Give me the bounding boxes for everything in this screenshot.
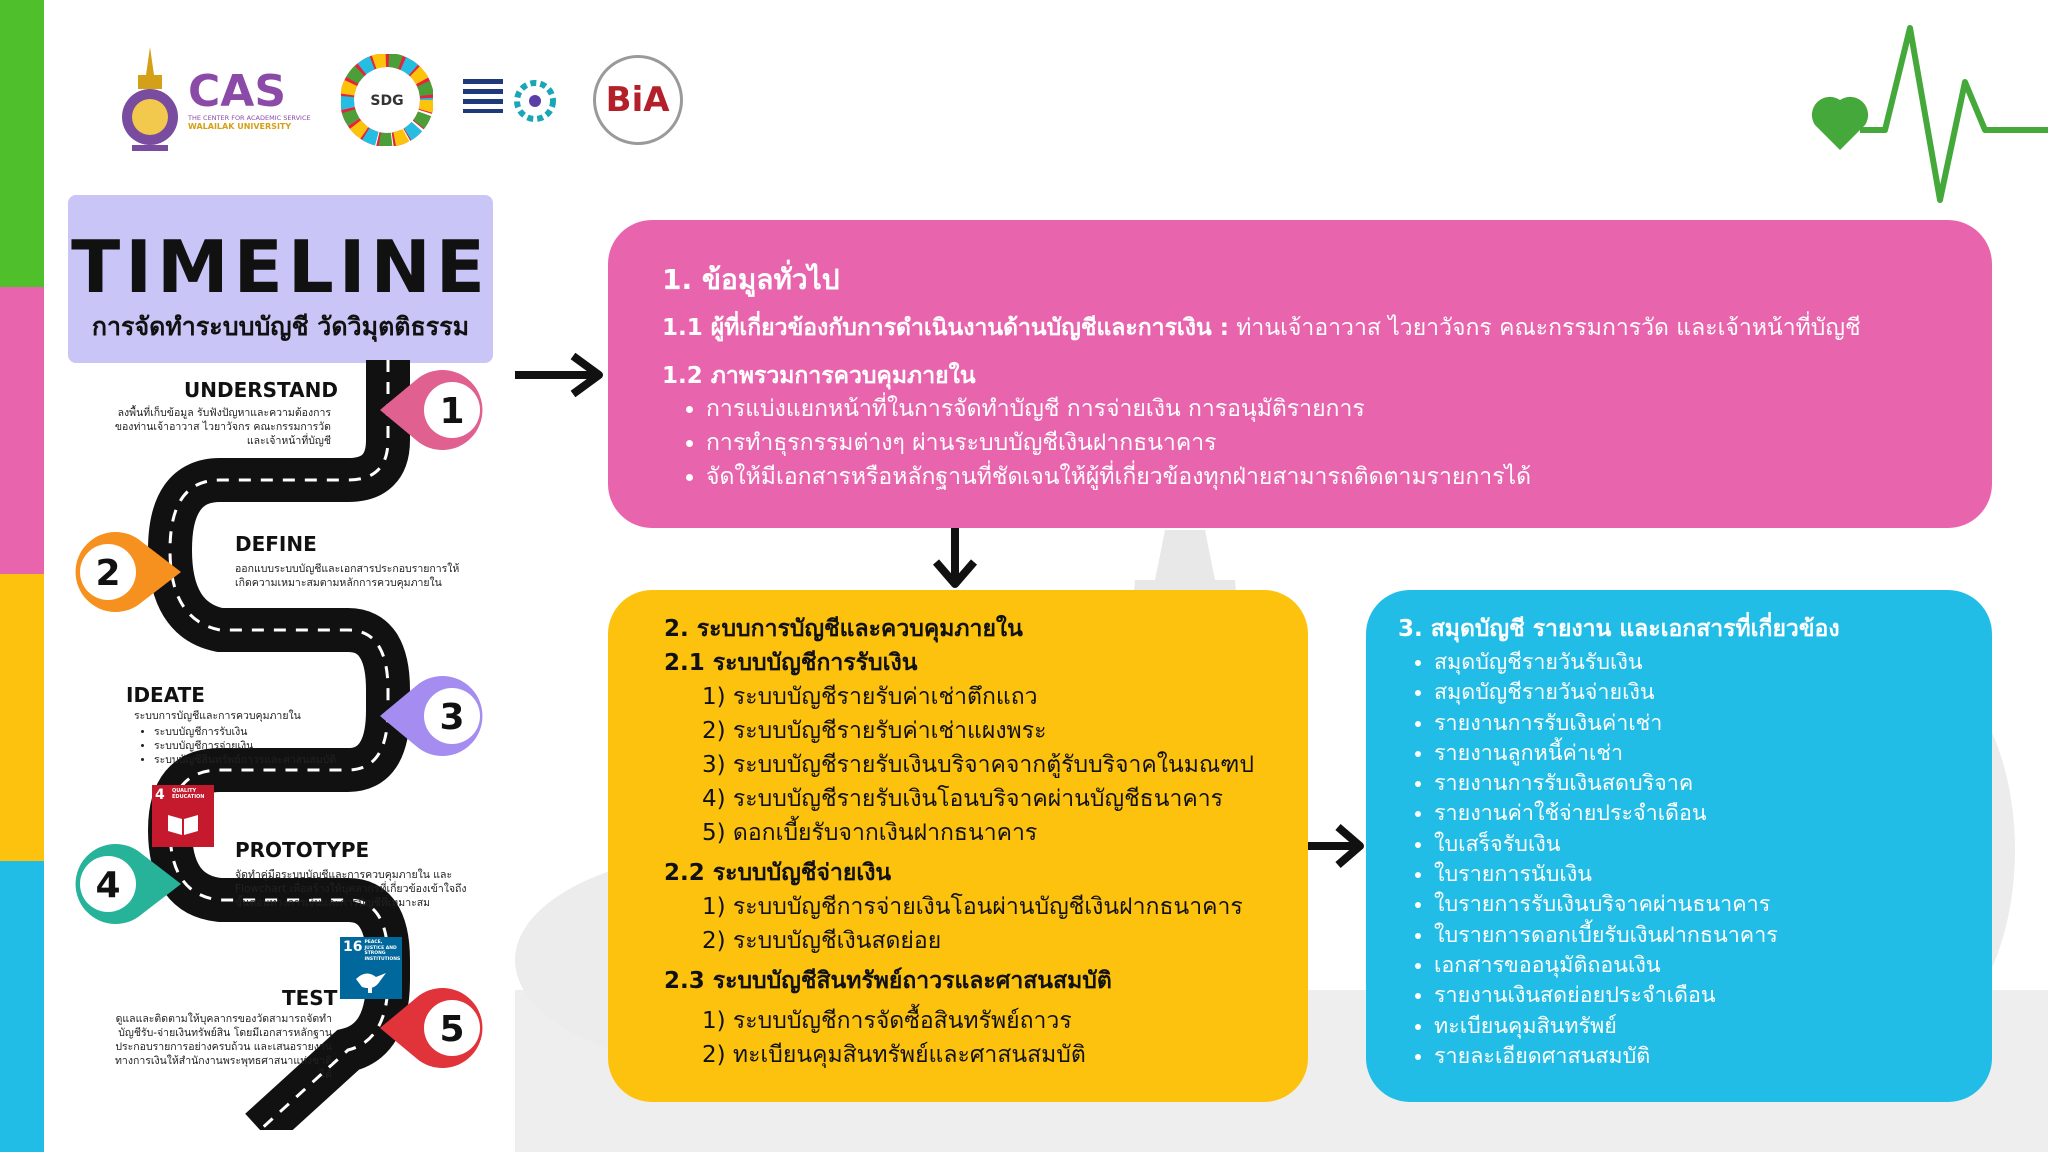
arrow-down-to-section2 bbox=[932, 528, 978, 588]
list-item: จัดให้มีเอกสารหรือหลักฐานที่ชัดเจนให้ผู้… bbox=[706, 460, 1531, 494]
list-item: รายงานการรับเงินค่าเช่า bbox=[1434, 709, 1778, 739]
step-2-desc: ออกแบบระบบบัญชีและเอกสารประกอบรายการให้เ… bbox=[235, 563, 460, 589]
pin-4-number: 4 bbox=[95, 865, 120, 906]
sdg-logo-text: SDG bbox=[370, 93, 403, 109]
section1-stakeholders-label: 1.1 ผู้ที่เกี่ยวข้องกับการดำเนินงานด้านบ… bbox=[662, 315, 1229, 341]
stripe-yellow bbox=[0, 574, 44, 861]
stripe-blue bbox=[0, 861, 44, 1152]
book-icon bbox=[168, 815, 198, 835]
step-4-title: PROTOTYPE bbox=[235, 838, 370, 862]
dove-icon bbox=[356, 973, 386, 993]
section1-stakeholders-value: ท่านเจ้าอาวาส ไวยาวัจกร คณะกรรมการวัด แล… bbox=[1228, 315, 1861, 341]
section3-bullet-list: สมุดบัญชีรายวันรับเงิน สมุดบัญชีรายวันจ่… bbox=[1398, 648, 1778, 1072]
step-1-desc: ลงพื้นที่เก็บข้อมูล รับฟังปัญหาและความต้… bbox=[114, 407, 331, 447]
pin-1-number: 1 bbox=[439, 391, 464, 432]
section-books-reports: 3. สมุดบัญชี รายงาน และเอกสารที่เกี่ยวข้… bbox=[1366, 590, 1992, 1102]
timeline-title-card: TIMELINE การจัดทำระบบบัญชี วัดวิมุตติธรร… bbox=[68, 195, 493, 363]
list-item: สมุดบัญชีรายวันรับเงิน bbox=[1434, 648, 1778, 678]
pin-5: 5 bbox=[380, 988, 483, 1068]
step-3-desc-text: ระบบการบัญชีและการควบคุมภายใน bbox=[134, 710, 301, 722]
timeline-road bbox=[147, 360, 410, 1130]
section2-assets-heading: 2.3 ระบบบัญชีสินทรัพย์ถาวรและศาสนสมบัติ bbox=[664, 968, 1112, 994]
list-item: รายงานค่าใช้จ่ายประจำเดือน bbox=[1434, 799, 1778, 829]
foundation-logo bbox=[462, 65, 563, 135]
step-3-bullet: ระบบบัญชีสินทรัพย์ถาวรและศาสนสมบัติ bbox=[154, 753, 349, 767]
pin-1: 1 bbox=[380, 370, 483, 450]
section-accounting-system: 2. ระบบการบัญชีและควบคุมภายใน 2.1 ระบบบั… bbox=[608, 590, 1308, 1102]
pin-2: 2 bbox=[75, 532, 181, 612]
timeline-title: TIMELINE bbox=[71, 225, 490, 309]
stripe-pink bbox=[0, 287, 44, 574]
step-1-title: UNDERSTAND bbox=[184, 378, 338, 402]
section1-control-overview: 1.2 ภาพรวมการควบคุมภายใน bbox=[662, 363, 976, 389]
section2-receipts-heading: 2.1 ระบบบัญชีการรับเงิน bbox=[664, 650, 918, 676]
sdg-4-number: 4 bbox=[155, 787, 165, 803]
logo-row: CAS THE CENTER FOR ACADEMIC SERVICE WALA… bbox=[120, 30, 683, 170]
pin-2-number: 2 bbox=[95, 553, 120, 594]
step-5-desc: ดูแลและติดตามให้บุคลากรของวัดสามารถจัดทำ… bbox=[115, 1013, 332, 1081]
cas-logo-sub2: WALAILAK UNIVERSITY bbox=[188, 121, 292, 131]
bia-logo-text: BiA bbox=[592, 55, 683, 145]
list-item: 5) ดอกเบี้ยรับจากเงินฝากธนาคาร bbox=[702, 820, 1038, 846]
list-item: 1) ระบบบัญชีการจ่ายเงินโอนผ่านบัญชีเงินฝ… bbox=[702, 894, 1243, 920]
sdg-wheel-logo: SDG bbox=[340, 54, 433, 146]
step-5-title: TEST bbox=[282, 986, 338, 1010]
list-item: 2) ทะเบียนคุมสินทรัพย์และศาสนสมบัติ bbox=[702, 1042, 1086, 1068]
list-item: ใบรายการนับเงิน bbox=[1434, 860, 1778, 890]
arrow-right-to-section1 bbox=[515, 352, 603, 398]
step-3-desc: ระบบการบัญชีและการควบคุมภายใน ระบบบัญชีก… bbox=[134, 709, 349, 767]
section2-heading: 2. ระบบการบัญชีและควบคุมภายใน bbox=[664, 616, 1023, 642]
step-4-desc: จัดทำคู่มือระบบบัญชีและการควบคุมภายใน แล… bbox=[235, 869, 467, 909]
sdg-16-label: PEACE, JUSTICE AND STRONG INSTITUTIONS bbox=[364, 940, 401, 962]
section1-stakeholders: 1.1 ผู้ที่เกี่ยวข้องกับการดำเนินงานด้านบ… bbox=[662, 310, 1861, 346]
bia-logo: BiA bbox=[592, 55, 683, 145]
sdg-16-number: 16 bbox=[343, 939, 363, 955]
list-item: การทำธุรกรรมต่างๆ ผ่านระบบบัญชีเงินฝากธน… bbox=[706, 426, 1531, 460]
step-3-bullet: ระบบบัญชีการรับเงิน bbox=[154, 725, 349, 739]
cas-logo-sub1: THE CENTER FOR ACADEMIC SERVICE bbox=[188, 113, 311, 122]
section-general-info: 1. ข้อมูลทั่วไป 1.1 ผู้ที่เกี่ยวข้องกับก… bbox=[608, 220, 1992, 528]
list-item: เอกสารขออนุมัติถอนเงิน bbox=[1434, 951, 1778, 981]
section1-bullet-list: การแบ่งแยกหน้าที่ในการจัดทำบัญชี การจ่าย… bbox=[662, 392, 1531, 494]
step-3-title: IDEATE bbox=[126, 683, 205, 707]
list-item: ใบเสร็จรับเงิน bbox=[1434, 830, 1778, 860]
list-item: ทะเบียนคุมสินทรัพย์ bbox=[1434, 1012, 1778, 1042]
list-item: รายงานเงินสดย่อยประจำเดือน bbox=[1434, 981, 1778, 1011]
timeline-subtitle: การจัดทำระบบบัญชี วัดวิมุตติธรรม bbox=[91, 312, 470, 341]
step-3-bullet: ระบบบัญชีการจ่ายเงิน bbox=[154, 739, 349, 753]
heartbeat-heart-icon bbox=[1811, 25, 2048, 203]
list-item: 1) ระบบบัญชีการจัดซื้อสินทรัพย์ถาวร bbox=[702, 1008, 1072, 1034]
list-item: รายงานลูกหนี้ค่าเช่า bbox=[1434, 739, 1778, 769]
cas-logo-text: CAS bbox=[188, 65, 287, 117]
list-item: สมุดบัญชีรายวันจ่ายเงิน bbox=[1434, 678, 1778, 708]
section1-heading: 1. ข้อมูลทั่วไป bbox=[662, 263, 840, 296]
sdg-4-label: QUALITY EDUCATION bbox=[172, 788, 205, 800]
list-item: 2) ระบบบัญชีเงินสดย่อย bbox=[702, 928, 942, 954]
list-item: 4) ระบบบัญชีรายรับเงินโอนบริจาคผ่านบัญชี… bbox=[702, 786, 1224, 812]
list-item: การแบ่งแยกหน้าที่ในการจัดทำบัญชี การจ่าย… bbox=[706, 392, 1531, 426]
pin-3: 3 bbox=[380, 676, 483, 756]
arrow-right-to-section3 bbox=[1308, 823, 1364, 869]
list-item: 3) ระบบบัญชีรายรับเงินบริจาคจากตู้รับบริ… bbox=[702, 752, 1254, 778]
list-item: รายละเอียดศาสนสมบัติ bbox=[1434, 1042, 1778, 1072]
walailak-cas-logo: CAS THE CENTER FOR ACADEMIC SERVICE WALA… bbox=[120, 45, 311, 155]
section2-payments-heading: 2.2 ระบบบัญชีจ่ายเงิน bbox=[664, 860, 892, 886]
pin-3-number: 3 bbox=[439, 697, 464, 738]
list-item: ใบรายการดอกเบี้ยรับเงินฝากธนาคาร bbox=[1434, 921, 1778, 951]
sdg-16-badge: 16 PEACE, JUSTICE AND STRONG INSTITUTION… bbox=[340, 937, 402, 999]
section3-heading: 3. สมุดบัญชี รายงาน และเอกสารที่เกี่ยวข้… bbox=[1398, 616, 1840, 642]
list-item: ใบรายการรับเงินบริจาคผ่านธนาคาร bbox=[1434, 890, 1778, 920]
pin-4: 4 bbox=[75, 844, 181, 924]
list-item: รายงานการรับเงินสดบริจาค bbox=[1434, 769, 1778, 799]
sdg-4-badge: 4 QUALITY EDUCATION bbox=[152, 785, 214, 847]
crest-icon bbox=[122, 47, 178, 151]
stripe-green bbox=[0, 0, 44, 287]
list-item: 1) ระบบบัญชีรายรับค่าเช่าตึกแถว bbox=[702, 684, 1038, 710]
list-item: 2) ระบบบัญชีรายรับค่าเช่าแผงพระ bbox=[702, 718, 1047, 744]
step-2-title: DEFINE bbox=[235, 532, 317, 556]
pin-5-number: 5 bbox=[439, 1009, 464, 1050]
